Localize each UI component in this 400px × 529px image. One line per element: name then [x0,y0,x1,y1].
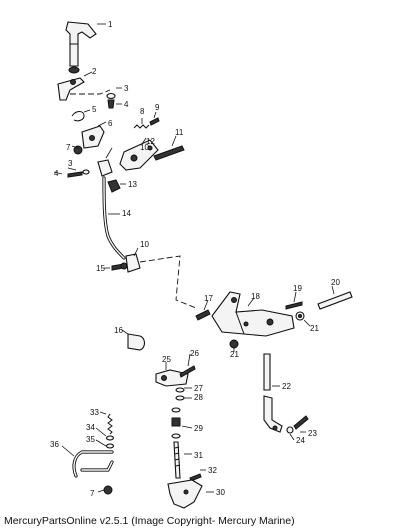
callout-17[interactable]: 17 [204,294,213,303]
part-15-screw[interactable] [111,262,128,271]
callout-19[interactable]: 19 [293,284,302,293]
part-10-swivel-upper[interactable] [97,159,113,177]
callout-31[interactable]: 31 [194,451,203,460]
callout-27[interactable]: 27 [194,384,203,393]
part-22-link-rod[interactable] [263,353,283,433]
callout-11[interactable]: 11 [175,128,184,137]
callout-35[interactable]: 35 [86,435,95,444]
callout-32[interactable]: 32 [208,466,217,475]
callout-20[interactable]: 20 [331,278,340,287]
part-28-washer[interactable] [175,395,185,401]
callout-21[interactable]: 21 [310,324,319,333]
callout-10[interactable]: 10 [140,143,149,152]
callout-7[interactable]: 7 [66,143,71,152]
callout-4[interactable]: 4 [54,169,59,178]
callout-15[interactable]: 15 [96,264,105,273]
part-18-shift-cam[interactable] [211,291,295,337]
part-2-lever[interactable] [57,77,85,101]
part-13-nut[interactable] [107,179,121,193]
callout-24[interactable]: 24 [296,436,305,445]
callout-26[interactable]: 26 [190,349,199,358]
part-36-wire-bracket[interactable] [72,450,114,478]
callout-14[interactable]: 14 [122,209,131,218]
callout-9[interactable]: 9 [155,103,160,112]
part-21-washer-left[interactable] [229,339,239,349]
part-11-stud[interactable] [153,145,185,161]
part-17-bolt[interactable] [195,309,211,321]
part-20-shift-shaft-long[interactable] [317,291,353,310]
callout-21[interactable]: 21 [230,350,239,359]
callout-2[interactable]: 2 [92,67,97,76]
part-26-pin[interactable] [179,365,196,378]
callout-8[interactable]: 8 [140,107,145,116]
callout-30[interactable]: 30 [216,488,225,497]
callout-4[interactable]: 4 [124,100,129,109]
part-8-spring[interactable] [133,124,150,129]
callout-25[interactable]: 25 [162,355,171,364]
part-5-spring-clip[interactable] [71,111,85,122]
part-12-shift-lever[interactable] [119,139,159,171]
callout-34[interactable]: 34 [86,423,95,432]
part-35-washer[interactable] [105,443,115,449]
part-21-washer-right[interactable] [295,311,305,321]
callout-3[interactable]: 3 [124,84,129,93]
part-3-washer-lower[interactable] [82,169,90,175]
part-3-washer[interactable] [106,92,116,100]
part-4-screw-lower[interactable] [67,171,83,178]
callout-7[interactable]: 7 [90,489,95,498]
callout-12[interactable]: 12 [146,137,155,146]
callout-36[interactable]: 36 [50,440,59,449]
part-7-nut-upper[interactable] [73,145,83,155]
part-7-nut-lower[interactable] [103,485,113,495]
callout-22[interactable]: 22 [282,382,291,391]
callout-16[interactable]: 16 [114,326,123,335]
part-9-pin[interactable] [149,117,160,126]
callout-28[interactable]: 28 [194,393,203,402]
callout-29[interactable]: 29 [194,424,203,433]
callout-1[interactable]: 1 [108,20,113,29]
part-6-bracket[interactable] [81,125,105,149]
callout-33[interactable]: 33 [90,408,99,417]
part-24-washer[interactable] [286,426,294,434]
callout-6[interactable]: 6 [108,119,113,128]
callout-18[interactable]: 18 [251,292,260,301]
part-27-washer[interactable] [175,387,185,393]
callout-3[interactable]: 3 [68,159,73,168]
part-29-nut-stack[interactable] [171,407,181,439]
callout-23[interactable]: 23 [308,429,317,438]
part-10-swivel-lower[interactable] [125,253,141,273]
part-31-threaded-rod[interactable] [173,441,181,479]
copyright-footer: MercuryPartsOnline v2.5.1 (Image Copyrig… [4,515,295,527]
part-1-shift-shaft[interactable] [65,21,97,74]
part-33-spring[interactable] [107,413,113,435]
part-23-bolt[interactable] [293,415,309,430]
part-16-bushing[interactable] [127,333,146,351]
callout-5[interactable]: 5 [92,105,97,114]
callout-13[interactable]: 13 [128,180,137,189]
part-4-screw[interactable] [107,99,115,109]
part-19-pin[interactable] [285,301,303,310]
part-30-lever[interactable] [167,479,203,509]
callout-10[interactable]: 10 [140,240,149,249]
part-14-shift-rod[interactable] [102,176,126,260]
part-34-washer[interactable] [105,435,115,441]
